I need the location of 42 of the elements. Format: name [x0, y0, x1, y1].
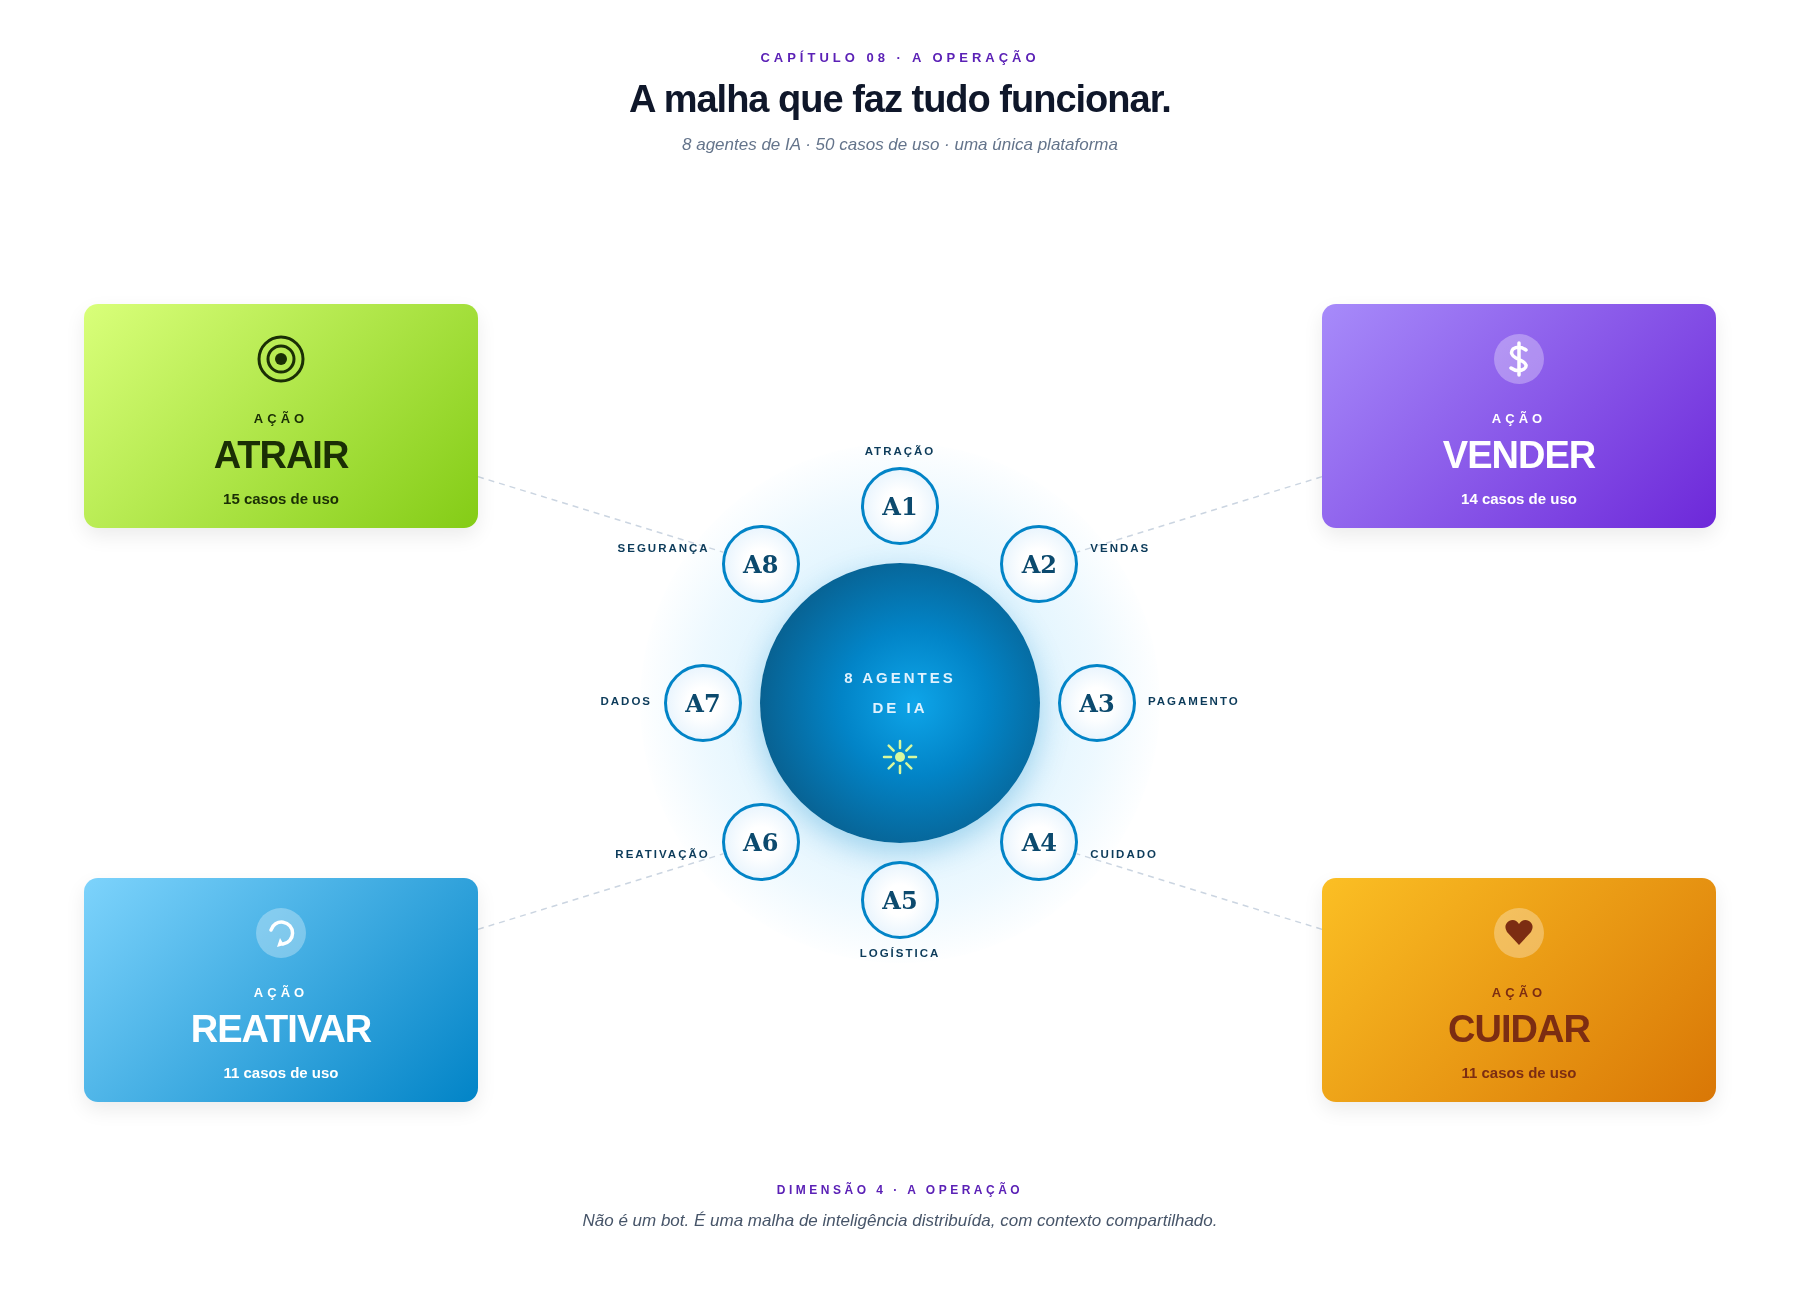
agent-role-label: PAGAMENTO	[1148, 695, 1240, 707]
agent-role-label: SEGURANÇA	[617, 541, 710, 554]
agent-id: A4	[1021, 827, 1057, 857]
agent-role-label: DADOS	[600, 695, 652, 707]
connector-line	[477, 475, 725, 553]
agent-role-label: ATRAÇÃO	[864, 445, 936, 457]
card-title: ATRAIR	[213, 434, 349, 477]
card-title: VENDER	[1442, 434, 1596, 477]
card-title: CUIDAR	[1448, 1008, 1590, 1051]
agent-id: A5	[882, 885, 918, 915]
case-count: 11 casos de uso	[1461, 1064, 1577, 1081]
kicker-text: AÇÃO	[1491, 985, 1547, 1000]
connector-line	[1075, 475, 1323, 553]
caption: Não é um bot. É uma malha de inteligência distribuída, com contexto compartilhado.	[582, 1211, 1218, 1231]
connector-line	[1075, 853, 1323, 931]
section-kicker: DIMENSÃO 4 · A OPERAÇÃO	[776, 1183, 1024, 1197]
agent-id: A6	[743, 827, 779, 857]
agent-role-label: LOGÍSTICA	[859, 947, 941, 959]
agent-id: A7	[685, 688, 721, 718]
agent-role-label: CUIDADO	[1090, 848, 1158, 861]
agent-id: A3	[1079, 688, 1115, 718]
kicker-text: AÇÃO	[1491, 411, 1547, 426]
action-card	[1322, 878, 1716, 1102]
chapter-kicker: CAPÍTULO 08 · A OPERAÇÃO	[760, 50, 1040, 65]
action-card	[84, 878, 478, 1102]
hub-label: 8 AGENTES DE IA	[843, 668, 957, 718]
agent-role-label: REATIVAÇÃO	[615, 848, 710, 861]
action-card	[84, 304, 478, 528]
subtitle: 8 agentes de IA · 50 casos de uso · uma única plataforma	[682, 135, 1118, 155]
case-count: 15 casos de uso	[223, 490, 339, 507]
agent-role-label: VENDAS	[1090, 541, 1151, 554]
connector-line	[477, 853, 725, 931]
card-title: REATIVAR	[190, 1008, 372, 1051]
agent-id: A8	[743, 549, 779, 579]
agent-id: A1	[882, 491, 918, 521]
case-count: 11 casos de uso	[223, 1064, 339, 1081]
kicker-text: AÇÃO	[253, 985, 309, 1000]
kicker-text: AÇÃO	[253, 411, 309, 426]
action-card	[1322, 304, 1716, 528]
case-count: 14 casos de uso	[1461, 490, 1577, 507]
page-title: A malha que faz tudo funcionar.	[629, 78, 1171, 121]
agent-id: A2	[1021, 549, 1057, 579]
